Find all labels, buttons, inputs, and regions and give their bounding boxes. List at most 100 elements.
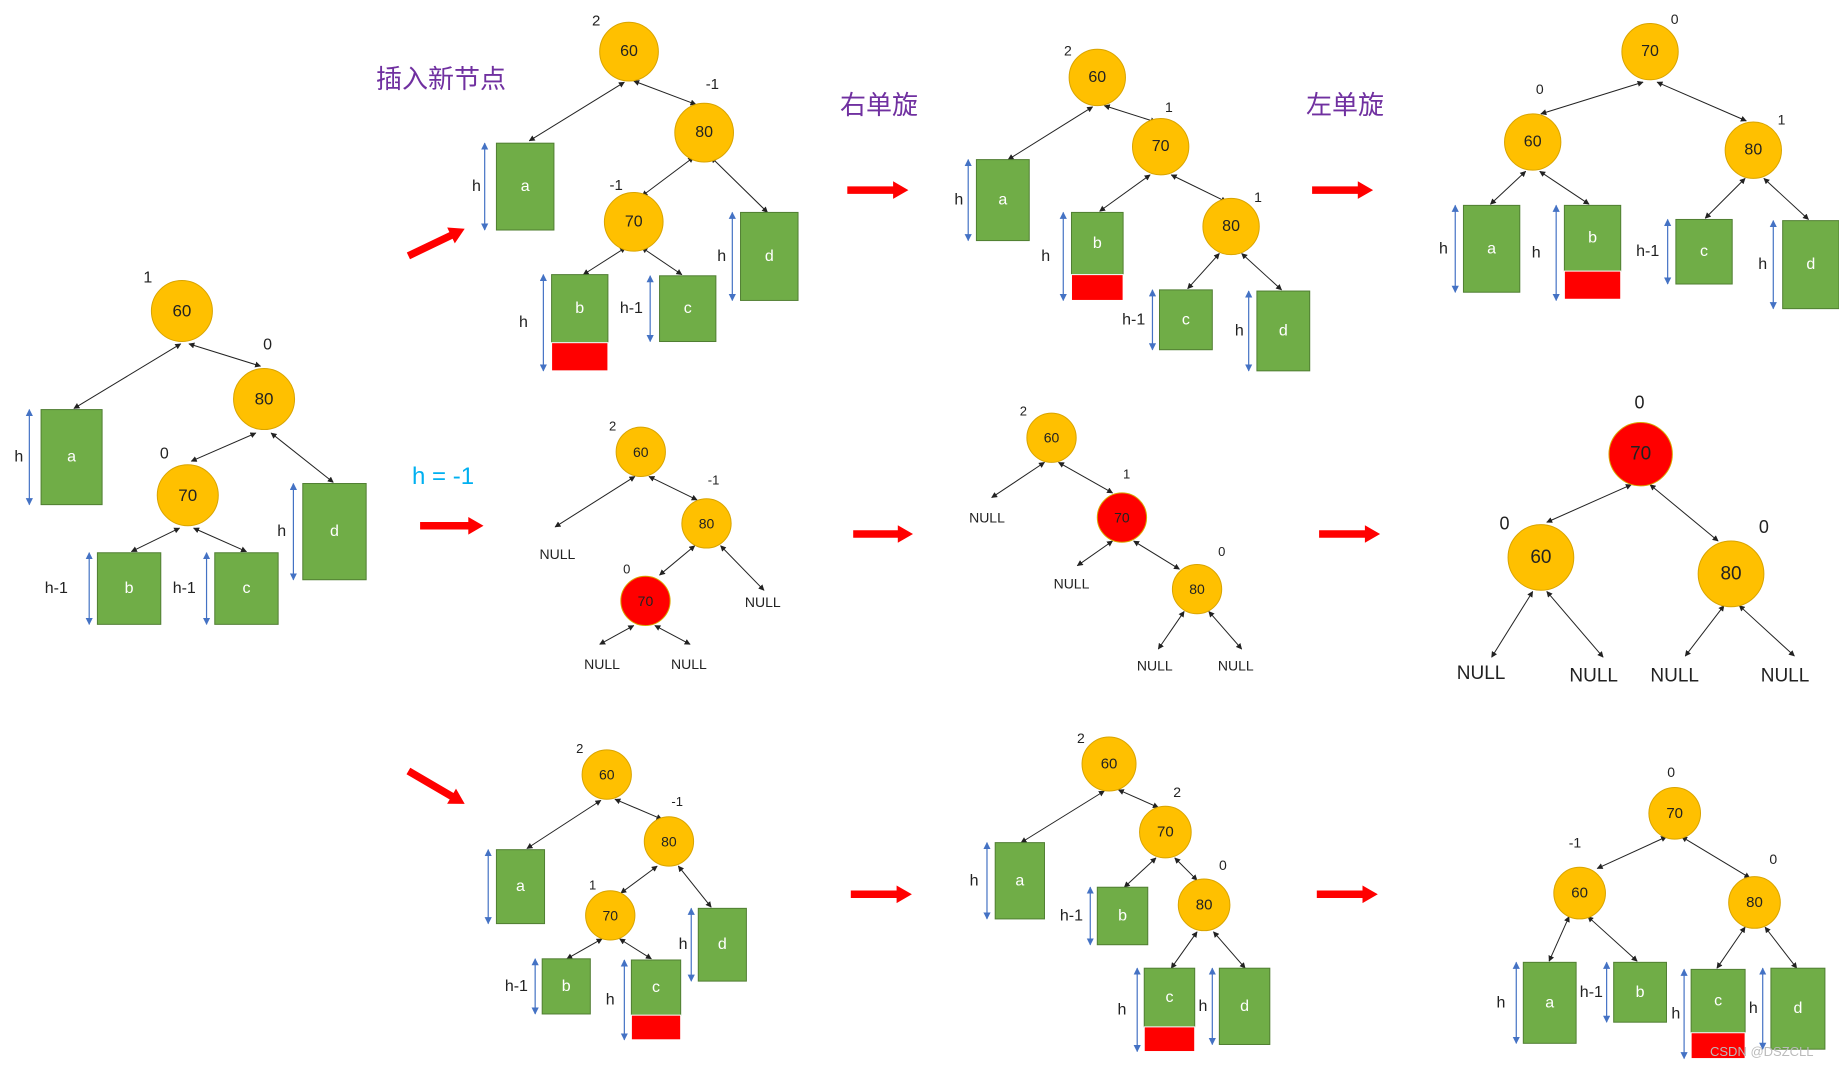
subtree-r3-right-b (1096, 886, 1149, 946)
subtree-r1-right-a (975, 159, 1030, 242)
tree-edge (1540, 80, 1644, 116)
r2-insert-70-node-label: 70 (638, 593, 654, 609)
r1-insert-70-node (603, 191, 664, 252)
height-label-r1-left-b: h (1532, 244, 1541, 261)
r2-right-70-node (1096, 492, 1148, 543)
tree-edge (73, 343, 182, 409)
r2-insert-null-70-right: NULL (671, 656, 707, 672)
title-rotate-right: 右单旋 (840, 91, 918, 121)
subtree-r1-right-d-label: d (1279, 322, 1288, 339)
r2-left-null-60-left: NULL (1457, 663, 1506, 684)
r2-insert-60-balance-factor: 2 (609, 419, 616, 434)
tree-edge (188, 342, 262, 368)
tree-edge (1764, 926, 1798, 969)
subtree-r1-insert-a-label: a (521, 178, 530, 195)
tree-edge (1020, 790, 1105, 844)
tree-edge (1716, 926, 1746, 969)
subtree-r3-left-c (1690, 968, 1746, 1034)
subtree-r3-right-c (1143, 967, 1196, 1028)
tree-edge (1763, 177, 1809, 220)
subtree-r3-left-a (1522, 961, 1577, 1044)
transition-arrow-right-rotation-bottom (850, 885, 912, 904)
subtree-r3-left-a-label: a (1545, 994, 1554, 1011)
height-label-r3-right-d: h (1198, 998, 1207, 1015)
r3-insert-60-balance-factor: 2 (576, 741, 583, 756)
tree-edge (1117, 789, 1159, 808)
r2-left-70-balance-factor: 0 (1634, 393, 1644, 413)
subtree-r3-left-b (1613, 961, 1667, 1023)
r3-right-80-node-label: 80 (1196, 896, 1213, 913)
height-label-r1-insert-c: h-1 (620, 300, 643, 317)
tree-edge (1133, 540, 1180, 570)
title-rotate-left: 左单旋 (1306, 91, 1384, 121)
subtree-r1-right-c-label: c (1182, 311, 1190, 328)
tree-edge (1587, 916, 1638, 962)
labels-layer: 插入新节点 右单旋 左单旋 h = -1 CSDN @DSZCLL 601800… (14, 11, 1815, 1059)
r1-right-70-node (1132, 118, 1190, 176)
r1-right-80-node-label: 80 (1222, 218, 1240, 235)
r2-left-60-balance-factor: 0 (1500, 513, 1510, 533)
r1-insert-70-balance-factor: -1 (609, 177, 622, 194)
r2-insert-60-node (615, 426, 666, 477)
height-label-r3-insert-d: h (679, 936, 688, 953)
r3-right-70-node-label: 70 (1157, 824, 1174, 841)
height-label-initial-c: h-1 (173, 580, 196, 597)
r3-right-60-node (1081, 736, 1137, 792)
r3-right-70-balance-factor: 2 (1173, 784, 1181, 800)
tree-edge (641, 247, 683, 276)
inserted-node-block (1143, 1026, 1196, 1053)
tree-edge (582, 247, 627, 276)
r3-insert-60-node (581, 749, 632, 800)
subtree-r3-insert-a-label: a (516, 878, 525, 895)
subtree-r3-left-d (1770, 967, 1826, 1050)
height-label-r1-left-a: h (1439, 240, 1448, 257)
title-insert-new-node: 插入新节点 (376, 65, 506, 95)
tree-edge (1649, 484, 1719, 542)
subtree-r1-insert-d (740, 211, 799, 301)
subtree-initial-d-label: d (330, 523, 339, 540)
r3-right-70-node (1139, 805, 1192, 859)
tree-edge (991, 461, 1045, 499)
subtree-initial-a-label: a (67, 449, 76, 466)
subtree-initial-a (40, 409, 103, 506)
r1-left-80-balance-factor: 1 (1778, 112, 1786, 128)
condition-h-equals-minus-1: h = -1 (412, 463, 474, 490)
r3-left-80-node-label: 80 (1746, 894, 1763, 911)
initial-70-node-label: 70 (178, 486, 197, 505)
subtree-r3-right-c-label: c (1165, 989, 1173, 1006)
subtree-initial-c (214, 552, 279, 625)
subtree-r1-left-a (1462, 204, 1521, 293)
height-label-r3-insert-b: h-1 (505, 978, 528, 995)
initial-80-node-label: 80 (255, 390, 274, 409)
initial-80-balance-factor: 0 (263, 337, 272, 354)
subtree-r3-insert-c-label: c (652, 979, 660, 996)
height-label-initial-a: h (14, 449, 23, 466)
r1-left-70-node (1621, 22, 1679, 81)
subtree-initial-b-label: b (125, 580, 134, 597)
tree-edge (1596, 836, 1668, 869)
r2-right-70-balance-factor: 1 (1123, 467, 1130, 482)
tree-edge (648, 476, 698, 501)
tree-edge (1548, 916, 1570, 962)
r3-insert-80-node (643, 816, 695, 867)
subtree-r3-right-d (1218, 967, 1271, 1045)
r3-insert-70-balance-factor: 1 (589, 877, 596, 892)
r1-right-80-node (1202, 197, 1260, 256)
r1-right-70-node-label: 70 (1152, 138, 1170, 155)
subtree-initial-d (302, 483, 367, 581)
tree-edge (1076, 540, 1114, 567)
subtree-r3-insert-c (630, 959, 682, 1016)
r2-right-60-balance-factor: 2 (1020, 403, 1027, 418)
height-label-r1-right-d: h (1235, 322, 1244, 339)
r1-right-80-balance-factor: 1 (1254, 189, 1262, 205)
subtree-r3-right-b-label: b (1118, 907, 1127, 924)
r3-left-70-balance-factor: 0 (1667, 764, 1675, 780)
r1-left-60-balance-factor: 0 (1536, 81, 1544, 97)
r2-right-null-80-left: NULL (1137, 657, 1173, 673)
tree-edge (659, 545, 696, 576)
tree-edge (1157, 610, 1185, 650)
r3-left-80-balance-factor: 0 (1769, 851, 1777, 867)
r1-left-70-node-label: 70 (1641, 43, 1659, 60)
subtree-r1-left-b-label: b (1588, 230, 1597, 247)
